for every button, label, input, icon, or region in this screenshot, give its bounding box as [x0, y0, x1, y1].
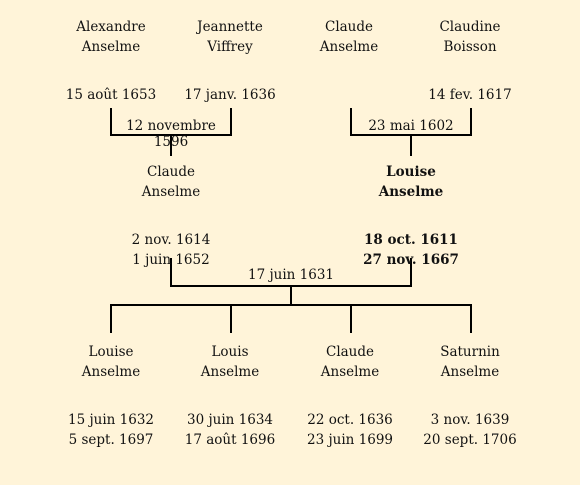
- person-birth-date: 14 fev. 1617: [428, 87, 512, 103]
- person-death-date: 20 sept. 1706: [423, 432, 517, 448]
- person-first-name: Claude: [146, 164, 196, 180]
- parent-louise-anselme: Louise Anselme 18 oct. 1611 27 nov. 1667: [351, 162, 471, 270]
- child-louis-anselme: Louis Anselme 30 juin 1634 17 août 1696: [170, 342, 290, 450]
- person-last-name: Boisson: [443, 39, 497, 55]
- person-birth-date: 3 nov. 1639: [430, 412, 510, 428]
- person-last-name: Anselme: [319, 39, 379, 55]
- person-first-name: Claudine: [439, 19, 501, 35]
- person-birth-date: 17 janv. 1636: [184, 87, 276, 103]
- person-last-name: Anselme: [200, 364, 260, 380]
- person-death-date: 23 juin 1699: [306, 432, 393, 448]
- person-birth-date: 30 juin 1634: [186, 412, 273, 428]
- person-last-name: Anselme: [81, 364, 141, 380]
- maternal-marriage-date: 23 mai 1602: [368, 118, 454, 134]
- person-first-name: Claude: [324, 19, 374, 35]
- paternal-marriage-date: 12 novembre 1596: [126, 118, 216, 150]
- person-first-name: Louise: [386, 164, 436, 180]
- person-death-date: 1 juin 1652: [132, 252, 210, 268]
- person-last-name: Viffrey: [207, 39, 253, 55]
- person-last-name: Anselme: [378, 184, 444, 200]
- person-last-name: Anselme: [141, 184, 201, 200]
- person-first-name: Saturnin: [440, 344, 500, 360]
- person-first-name: Claude: [325, 344, 375, 360]
- person-birth-date: 15 août 1653: [65, 87, 157, 103]
- person-death-date: 5 sept. 1697: [68, 432, 154, 448]
- child-claude-anselme: Claude Anselme 22 oct. 1636 23 juin 1699: [290, 342, 410, 450]
- grandparent-jeannette-viffrey: Jeannette Viffrey 17 janv. 1636: [170, 17, 290, 105]
- grandparent-claude-anselme: Claude Anselme: [289, 17, 409, 57]
- person-first-name: Jeannette: [197, 19, 263, 35]
- child-saturnin-anselme: Saturnin Anselme 3 nov. 1639 20 sept. 17…: [410, 342, 530, 450]
- parent-claude-anselme: Claude Anselme 2 nov. 1614 1 juin 1652: [111, 162, 231, 270]
- grandparent-claudine-boisson: Claudine Boisson 14 fev. 1617: [410, 17, 530, 105]
- person-last-name: Anselme: [81, 39, 141, 55]
- child-louise-anselme: Louise Anselme 15 juin 1632 5 sept. 1697: [51, 342, 171, 450]
- person-birth-date: 15 juin 1632: [67, 412, 154, 428]
- person-first-name: Louise: [88, 344, 134, 360]
- person-first-name: Alexandre: [76, 19, 146, 35]
- person-death-date: 17 août 1696: [184, 432, 276, 448]
- person-birth-date: 2 nov. 1614: [131, 232, 211, 248]
- person-last-name: Anselme: [320, 364, 380, 380]
- person-last-name: Anselme: [440, 364, 500, 380]
- person-first-name: Louis: [211, 344, 249, 360]
- parents-marriage-date: 17 juin 1631: [247, 267, 334, 283]
- person-birth-date: 18 oct. 1611: [364, 232, 458, 248]
- person-death-date: 27 nov. 1667: [363, 252, 459, 268]
- grandparent-alexandre-anselme: Alexandre Anselme 15 août 1653: [51, 17, 171, 105]
- person-birth-date: 22 oct. 1636: [307, 412, 393, 428]
